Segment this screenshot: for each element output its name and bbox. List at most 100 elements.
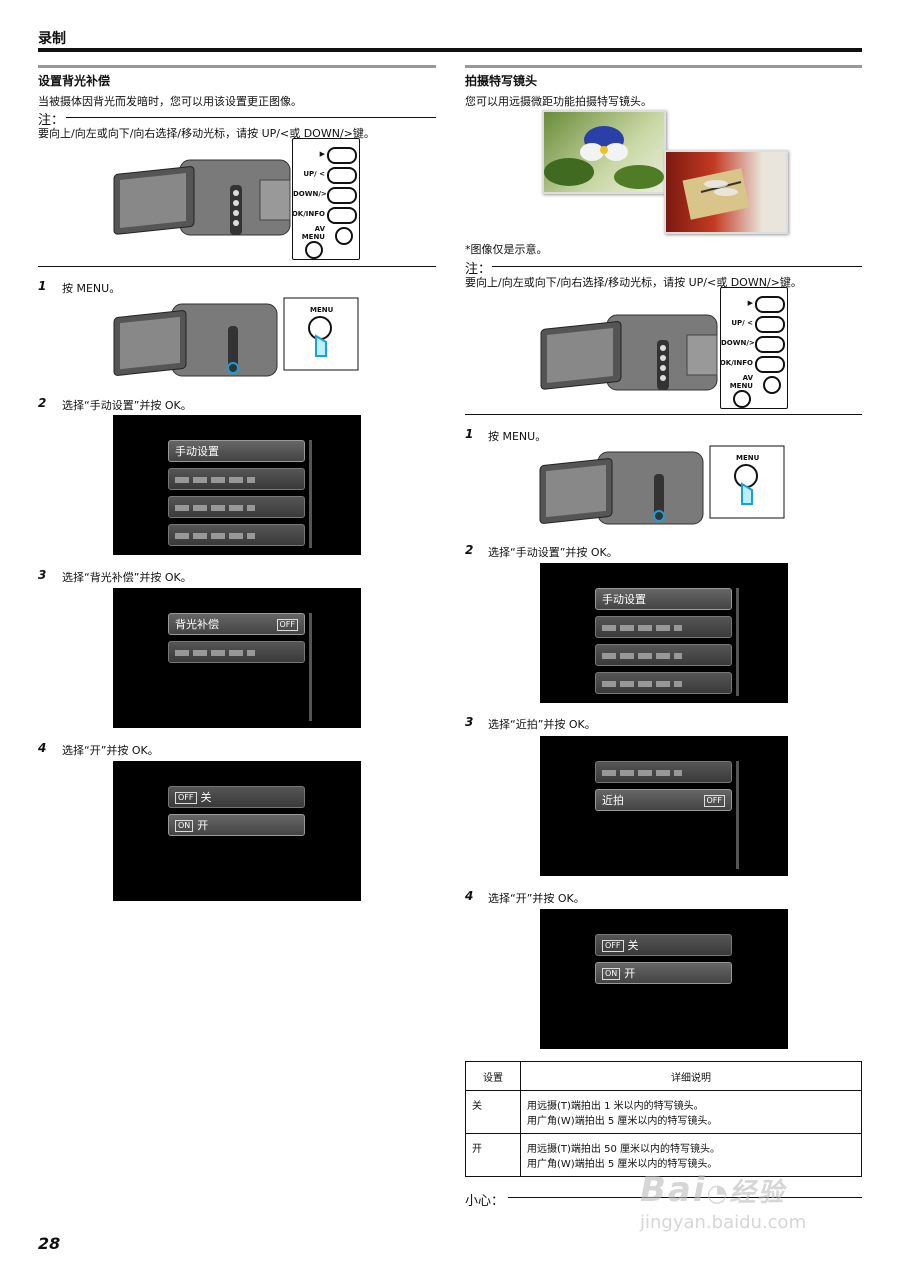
left-button-panel: ▶ UP/ < DOWN/> OK/INFO AV MENU xyxy=(292,138,360,260)
play-button xyxy=(755,296,785,313)
left-step4-text: 选择“开”并按 OK。 xyxy=(62,744,159,757)
flower-sample-photo xyxy=(542,110,666,194)
right-title: 拍摄特写镜头 xyxy=(465,74,538,88)
right-step1-text: 按 MENU。 xyxy=(488,430,547,443)
left-screen-manual-menu: 手动设置 xyxy=(113,415,361,555)
baidu-watermark: Bai◔经验 jingyan.baidu.com xyxy=(640,1170,880,1250)
menu-item-blurred[interactable] xyxy=(168,641,305,663)
av-button xyxy=(335,227,353,245)
okinfo-button xyxy=(327,207,357,224)
av-button xyxy=(763,376,781,394)
header-rule xyxy=(38,48,862,52)
av-label: AV xyxy=(314,225,325,233)
right-note-end-rule xyxy=(465,414,862,415)
svg-text:MENU: MENU xyxy=(310,306,334,314)
right-column-rule xyxy=(465,65,862,68)
up-label: UP/ < xyxy=(303,170,325,178)
down-label: DOWN/> xyxy=(293,190,327,198)
menu-item-blurred[interactable] xyxy=(595,644,732,666)
right-step1-num: 1 xyxy=(465,427,474,441)
table-header-row: 设置 详细说明 xyxy=(465,1061,862,1091)
menu-label: MENU xyxy=(729,382,753,390)
left-step1-num: 1 xyxy=(38,279,47,293)
off-badge: OFF xyxy=(602,940,624,952)
right-screen-manual-menu: 手动设置 xyxy=(540,563,788,703)
right-note-rule xyxy=(492,266,862,267)
table-detail-line: 用广角(W)端拍出 5 厘米以内的特写镜头。 xyxy=(527,1159,718,1170)
section-title: 录制 xyxy=(38,31,66,47)
left-menu-press-illustration: MENU xyxy=(112,296,362,386)
menu-item-blurred[interactable] xyxy=(168,524,305,546)
watermark-url: jingyan.baidu.com xyxy=(640,1212,807,1233)
okinfo-label: OK/INFO xyxy=(719,359,753,367)
menu-item-manual-settings[interactable]: 手动设置 xyxy=(168,440,305,462)
settings-table: 设置 详细说明 关 用远摄(T)端拍出 1 米以内的特写镜头。 用广角(W)端拍… xyxy=(465,1061,862,1177)
okinfo-button xyxy=(755,356,785,373)
table-header-detail: 详细说明 xyxy=(520,1061,862,1091)
play-icon: ▶ xyxy=(747,299,753,307)
table-row: 关 用远摄(T)端拍出 1 米以内的特写镜头。 用广角(W)端拍出 5 厘米以内… xyxy=(465,1090,862,1134)
right-step2-num: 2 xyxy=(465,543,474,557)
watermark-brand-row: Bai◔经验 xyxy=(640,1170,786,1210)
right-camcorder-illustration xyxy=(537,300,727,400)
right-menu-press-illustration: MENU xyxy=(538,444,788,534)
right-step3-num: 3 xyxy=(465,715,474,729)
off-badge: OFF xyxy=(703,795,725,807)
up-button xyxy=(327,167,357,184)
table-cell-detail: 用远摄(T)端拍出 1 米以内的特写镜头。 用广角(W)端拍出 5 厘米以内的特… xyxy=(520,1090,862,1134)
table-header-setting: 设置 xyxy=(465,1061,521,1091)
menu-button xyxy=(733,390,751,408)
menu-button xyxy=(305,241,323,259)
caution-label: 小心： xyxy=(465,1194,505,1209)
right-step2-text: 选择“手动设置”并按 OK。 xyxy=(488,546,618,559)
right-step4-num: 4 xyxy=(465,889,474,903)
play-icon: ▶ xyxy=(319,150,325,158)
down-button xyxy=(327,187,357,204)
menu-scrollbar[interactable] xyxy=(309,613,312,721)
right-image-note: *图像仅是示意。 xyxy=(465,243,548,256)
on-badge: ON xyxy=(175,820,194,832)
down-button xyxy=(755,336,785,353)
right-button-panel: ▶ UP/ < DOWN/> OK/INFO AV MENU xyxy=(720,287,788,409)
menu-item-blurred[interactable] xyxy=(168,468,305,490)
menu-item-blurred[interactable] xyxy=(595,616,732,638)
menu-item-blurred[interactable] xyxy=(595,672,732,694)
av-label: AV xyxy=(742,374,753,382)
menu-scrollbar[interactable] xyxy=(736,588,739,696)
table-cell-detail: 用远摄(T)端拍出 50 厘米以内的特写镜头。 用广角(W)端拍出 5 厘米以内… xyxy=(520,1133,862,1177)
page-number: 28 xyxy=(38,1234,61,1253)
left-step3-num: 3 xyxy=(38,568,47,582)
table-detail-line: 用广角(W)端拍出 5 厘米以内的特写镜头。 xyxy=(527,1116,718,1127)
left-note-label: 注： xyxy=(38,113,65,128)
menu-item-manual-settings[interactable]: 手动设置 xyxy=(595,588,732,610)
menu-item-blurred[interactable] xyxy=(595,761,732,783)
up-button xyxy=(755,316,785,333)
okinfo-label: OK/INFO xyxy=(291,210,325,218)
left-note-end-rule xyxy=(38,266,436,267)
left-step1-text: 按 MENU。 xyxy=(62,282,121,295)
left-desc: 当被摄体因背光而发暗时，您可以用该设置更正图像。 xyxy=(38,95,302,108)
down-label: DOWN/> xyxy=(721,339,755,347)
left-step3-text: 选择“背光补偿”并按 OK。 xyxy=(62,571,192,584)
on-badge: ON xyxy=(602,968,621,980)
off-badge: OFF xyxy=(175,792,197,804)
right-step3-text: 选择“近拍”并按 OK。 xyxy=(488,718,596,731)
menu-scrollbar[interactable] xyxy=(736,761,739,869)
left-step2-text: 选择“手动设置”并按 OK。 xyxy=(62,399,192,412)
menu-scrollbar[interactable] xyxy=(309,440,312,548)
table-detail-line: 用远摄(T)端拍出 1 米以内的特写镜头。 xyxy=(527,1101,704,1112)
left-camcorder-illustration xyxy=(110,145,300,245)
dragonfly-sample-photo xyxy=(664,150,788,234)
table-cell-setting: 关 xyxy=(465,1090,521,1134)
menu-item-blurred[interactable] xyxy=(168,496,305,518)
